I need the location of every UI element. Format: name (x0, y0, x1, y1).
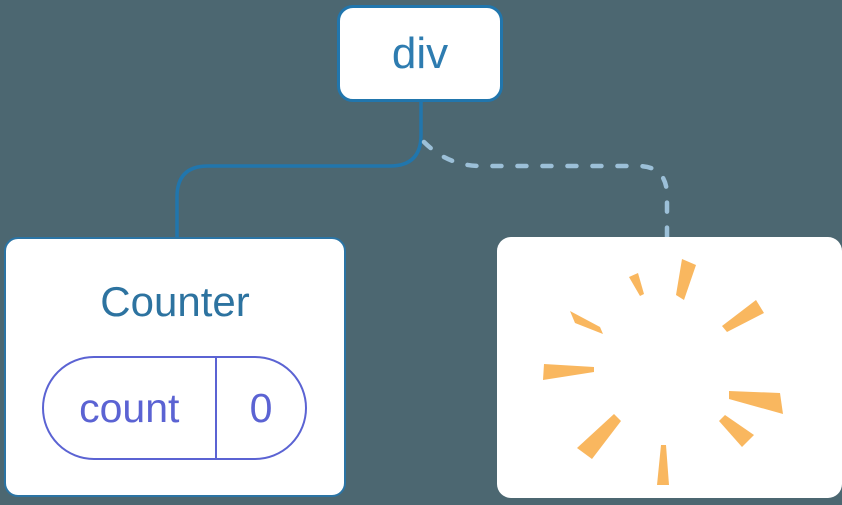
poof-ray (543, 364, 594, 380)
poof-ray (722, 300, 764, 332)
solid-edge-to-counter (175, 101, 423, 238)
state-pill-divider (214, 358, 217, 458)
counter-title: Counter (100, 278, 250, 325)
poof-ray (657, 445, 669, 485)
poof-ray (719, 415, 754, 447)
counter-component-card: Counter count 0 (4, 237, 346, 497)
poof-ray (629, 273, 644, 296)
state-key-label: count (79, 384, 180, 431)
tree-node-div: div (337, 5, 503, 102)
dashed-edge-to-removed-node (421, 139, 670, 243)
state-pill: count 0 (42, 356, 307, 460)
poof-ray (570, 311, 603, 334)
poof-starburst-icon (543, 259, 783, 485)
tree-node-div-label: div (391, 28, 449, 78)
poof-ray (676, 259, 696, 300)
removed-component-card (497, 237, 842, 498)
poof-ray (729, 391, 783, 414)
poof-ray (577, 414, 621, 459)
state-value-label: 0 (249, 384, 273, 431)
